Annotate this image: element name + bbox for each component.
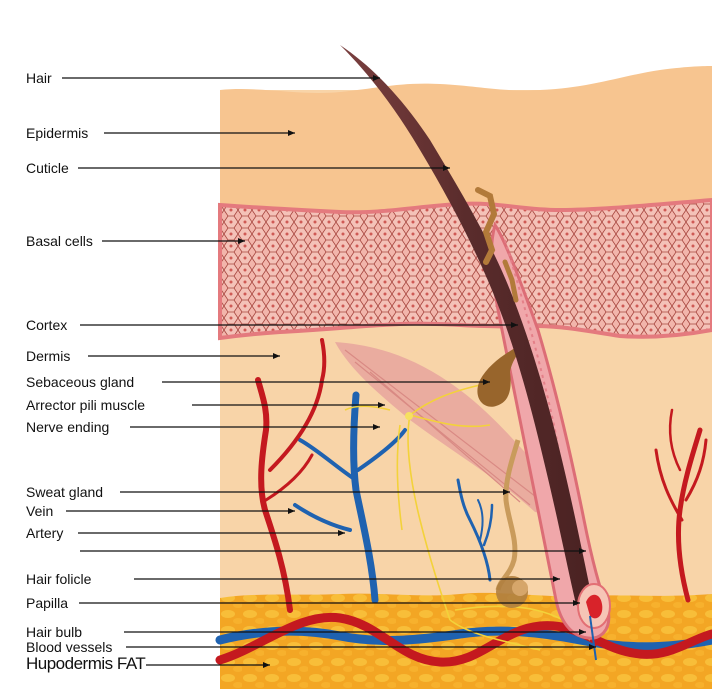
label-sweat-gland: Sweat gland — [26, 484, 104, 500]
label-fat-word: FAT — [116, 654, 146, 673]
papilla-shape — [586, 594, 603, 619]
label-hypodermis-word: Hupodermis — [26, 654, 113, 673]
label-dermis: Dermis — [26, 348, 71, 364]
arrector-pili-muscle — [335, 342, 560, 513]
hypodermis-layer — [220, 592, 712, 689]
leader-arrowheads — [238, 75, 596, 668]
label-basal-cells: Basal cells — [26, 233, 93, 249]
label-hair: Hair — [26, 70, 52, 86]
label-cuticle: Cuticle — [26, 160, 69, 176]
label-sebaceous-gland: Sebaceous gland — [26, 374, 135, 390]
label-hair-bulb: Hair bulb — [26, 624, 83, 640]
epidermis-layer — [220, 66, 712, 215]
label-hair-folicle: Hair folicle — [26, 571, 92, 587]
leader-lines — [62, 77, 596, 666]
label-epidermis: Epidermis — [26, 125, 89, 141]
label-vein: Vein — [26, 503, 54, 519]
sweat-gland — [495, 439, 521, 591]
hair-shaft — [340, 45, 593, 612]
nerve-ending-node — [405, 412, 413, 420]
basal-cell-layer — [218, 197, 712, 341]
label-blood-vessels: Blood vessels — [26, 639, 113, 655]
label-hypodermis: Hupodermis FAT — [26, 654, 146, 673]
label-arrector-pili-muscle: Arrector pili muscle — [26, 397, 146, 413]
label-cortex: Cortex — [26, 317, 68, 333]
artery-network — [215, 338, 712, 667]
label-artery: Artery — [26, 525, 64, 541]
label-nerve-ending: Nerve ending — [26, 419, 110, 435]
label-papilla: Papilla — [26, 595, 69, 611]
sebaceous-gland — [477, 340, 530, 407]
